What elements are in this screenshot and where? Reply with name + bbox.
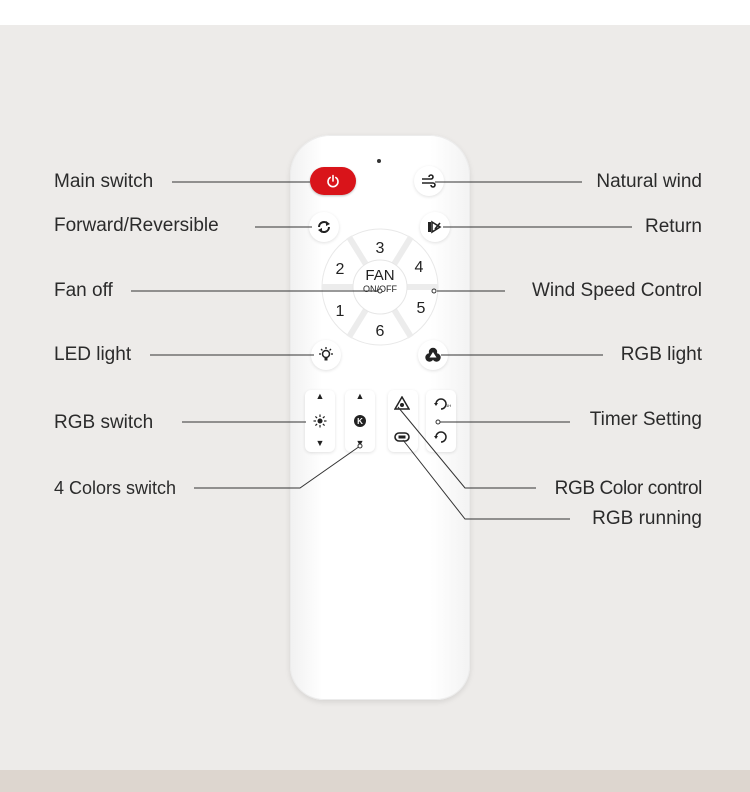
floor-strip bbox=[0, 770, 750, 792]
bulb-icon bbox=[319, 347, 333, 361]
label-rgb-light: RGB light bbox=[620, 344, 702, 365]
label-rgb-color-control: RGB Color control bbox=[554, 478, 703, 499]
fan-on-off-button[interactable]: FAN ON/OFF bbox=[353, 268, 407, 308]
svg-text:K: K bbox=[357, 417, 363, 426]
fan-button-sublabel: ON/OFF bbox=[363, 284, 397, 294]
color-temperature-icon: K bbox=[352, 414, 368, 433]
speed-3-button[interactable]: 3 bbox=[375, 240, 385, 257]
fan-button-label: FAN bbox=[365, 267, 395, 284]
reverse-arrows-icon bbox=[318, 221, 330, 233]
return-icon bbox=[428, 220, 442, 234]
label-wind-speed-control: Wind Speed Control bbox=[531, 280, 702, 301]
wind-icon bbox=[422, 174, 436, 188]
label-four-colors-switch: 4 Colors switch bbox=[54, 478, 177, 498]
label-led-light: LED light bbox=[54, 344, 132, 365]
forward-reverse-button[interactable] bbox=[309, 212, 339, 242]
timer-1h-text: 1H bbox=[446, 403, 452, 408]
label-natural-wind: Natural wind bbox=[596, 171, 702, 192]
return-button[interactable] bbox=[420, 212, 450, 242]
four-colors-down-arrow[interactable]: ▼ bbox=[355, 438, 365, 448]
speed-6-button[interactable]: 6 bbox=[375, 323, 385, 340]
speed-1-button[interactable]: 1 bbox=[335, 303, 345, 320]
four-colors-up-arrow[interactable]: ▲ bbox=[355, 391, 365, 401]
rgb-loop-icon bbox=[394, 430, 410, 448]
label-return: Return bbox=[644, 216, 702, 237]
led-light-button[interactable] bbox=[311, 340, 341, 370]
speed-2-button[interactable]: 2 bbox=[335, 261, 345, 278]
rgb-switch-up-arrow[interactable]: ▲ bbox=[315, 391, 325, 401]
color-triangle-icon bbox=[393, 395, 411, 415]
rgb-switch-down-arrow[interactable]: ▼ bbox=[315, 438, 325, 448]
brightness-icon bbox=[313, 414, 327, 433]
label-timer-setting: Timer Setting bbox=[589, 409, 702, 430]
natural-wind-button[interactable] bbox=[414, 166, 444, 196]
main-switch-button[interactable] bbox=[310, 167, 356, 195]
label-rgb-switch: RGB switch bbox=[54, 412, 154, 433]
timer-down-icon bbox=[433, 430, 449, 449]
label-rgb-running: RGB running bbox=[592, 508, 702, 529]
rgb-light-button[interactable] bbox=[418, 340, 448, 370]
label-forward-reversible: Forward/Reversible bbox=[54, 215, 219, 236]
ir-indicator bbox=[377, 159, 381, 163]
speed-5-button[interactable]: 5 bbox=[416, 300, 426, 317]
power-icon bbox=[327, 174, 339, 188]
label-fan-off: Fan off bbox=[54, 280, 113, 301]
rgb-circles-icon bbox=[425, 347, 441, 362]
speed-4-button[interactable]: 4 bbox=[414, 259, 424, 276]
label-main-switch: Main switch bbox=[54, 171, 154, 192]
